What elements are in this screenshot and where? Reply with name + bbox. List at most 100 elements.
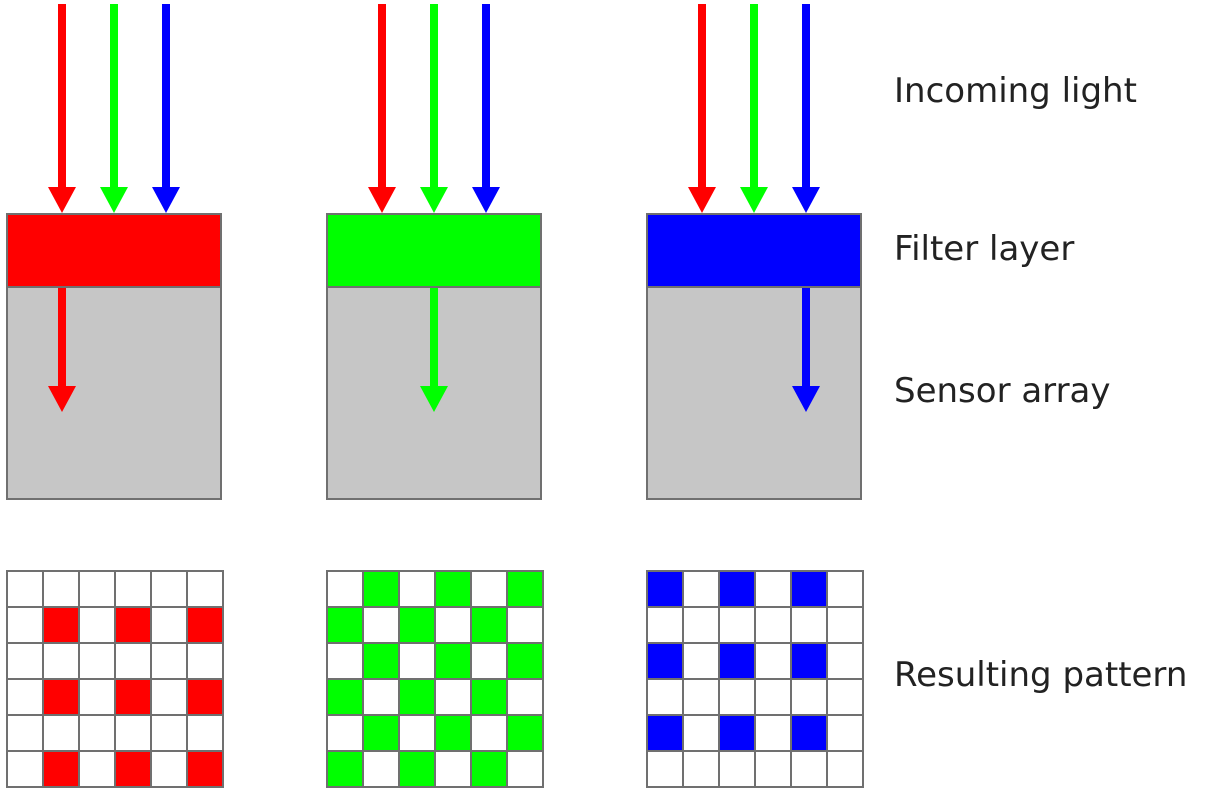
filled-cell (398, 678, 436, 716)
pattern-grids (6, 570, 864, 788)
filled-cell (718, 642, 756, 680)
empty-cell (78, 750, 116, 788)
filled-cell (326, 606, 364, 644)
empty-cell (326, 642, 364, 680)
filled-cell (42, 750, 80, 788)
empty-cell (42, 642, 80, 680)
resulting-pattern-label: Resulting pattern (894, 655, 1188, 695)
empty-cell (682, 714, 720, 752)
empty-cell (78, 570, 116, 608)
empty-cell (362, 606, 400, 644)
blue-filter-block (646, 213, 862, 288)
filled-cell (718, 714, 756, 752)
empty-cell (6, 642, 44, 680)
empty-cell (398, 714, 436, 752)
empty-cell (398, 642, 436, 680)
filled-cell (790, 714, 828, 752)
empty-cell (114, 714, 152, 752)
sensor-array-label: Sensor array (894, 371, 1111, 411)
empty-cell (362, 750, 400, 788)
empty-cell (682, 606, 720, 644)
empty-cell (6, 750, 44, 788)
empty-cell (754, 606, 792, 644)
empty-cell (150, 678, 188, 716)
green-filter-column (326, 4, 542, 500)
empty-cell (114, 570, 152, 608)
empty-cell (470, 642, 508, 680)
empty-cell (754, 642, 792, 680)
filled-cell (506, 714, 544, 752)
filled-cell (646, 570, 684, 608)
empty-cell (754, 570, 792, 608)
filled-cell (506, 570, 544, 608)
filled-cell (42, 678, 80, 716)
empty-cell (362, 678, 400, 716)
filled-cell (362, 570, 400, 608)
empty-cell (826, 570, 864, 608)
filled-cell (186, 606, 224, 644)
empty-cell (150, 570, 188, 608)
empty-cell (826, 642, 864, 680)
filter-columns (6, 4, 862, 500)
empty-cell (6, 714, 44, 752)
blue-filter-column (646, 4, 862, 500)
filled-cell (362, 714, 400, 752)
empty-cell (790, 606, 828, 644)
empty-cell (826, 750, 864, 788)
filled-cell (362, 642, 400, 680)
filled-cell (790, 570, 828, 608)
empty-cell (150, 714, 188, 752)
empty-cell (718, 678, 756, 716)
incoming-blue-arrow (792, 4, 820, 213)
transmitted-red-arrow (48, 288, 76, 412)
red-pattern (6, 570, 224, 788)
filled-cell (790, 642, 828, 680)
filled-cell (646, 714, 684, 752)
empty-cell (754, 678, 792, 716)
empty-cell (718, 750, 756, 788)
empty-cell (434, 606, 472, 644)
empty-cell (6, 606, 44, 644)
empty-cell (326, 570, 364, 608)
sensor-array-block (6, 286, 222, 500)
empty-cell (754, 750, 792, 788)
empty-cell (150, 642, 188, 680)
empty-cell (470, 570, 508, 608)
empty-cell (826, 714, 864, 752)
filled-cell (470, 606, 508, 644)
filled-cell (434, 642, 472, 680)
filled-cell (434, 714, 472, 752)
filled-cell (326, 750, 364, 788)
empty-cell (6, 570, 44, 608)
incoming-green-arrow (740, 4, 768, 213)
empty-cell (78, 642, 116, 680)
empty-cell (42, 714, 80, 752)
incoming-red-arrow (368, 4, 396, 213)
filled-cell (186, 750, 224, 788)
empty-cell (506, 678, 544, 716)
empty-cell (682, 570, 720, 608)
empty-cell (78, 714, 116, 752)
filled-cell (470, 678, 508, 716)
blue-pattern (646, 570, 864, 788)
empty-cell (506, 606, 544, 644)
green-filter-block (326, 213, 542, 288)
empty-cell (646, 606, 684, 644)
filled-cell (398, 750, 436, 788)
filled-cell (718, 570, 756, 608)
empty-cell (186, 714, 224, 752)
empty-cell (78, 678, 116, 716)
empty-cell (326, 714, 364, 752)
incoming-red-arrow (688, 4, 716, 213)
transmitted-blue-arrow (792, 288, 820, 412)
incoming-green-arrow (420, 4, 448, 213)
incoming-green-arrow (100, 4, 128, 213)
empty-cell (186, 642, 224, 680)
empty-cell (42, 570, 80, 608)
empty-cell (718, 606, 756, 644)
filled-cell (506, 642, 544, 680)
empty-cell (6, 678, 44, 716)
filled-cell (470, 750, 508, 788)
red-filter-block (6, 213, 222, 288)
filled-cell (326, 678, 364, 716)
